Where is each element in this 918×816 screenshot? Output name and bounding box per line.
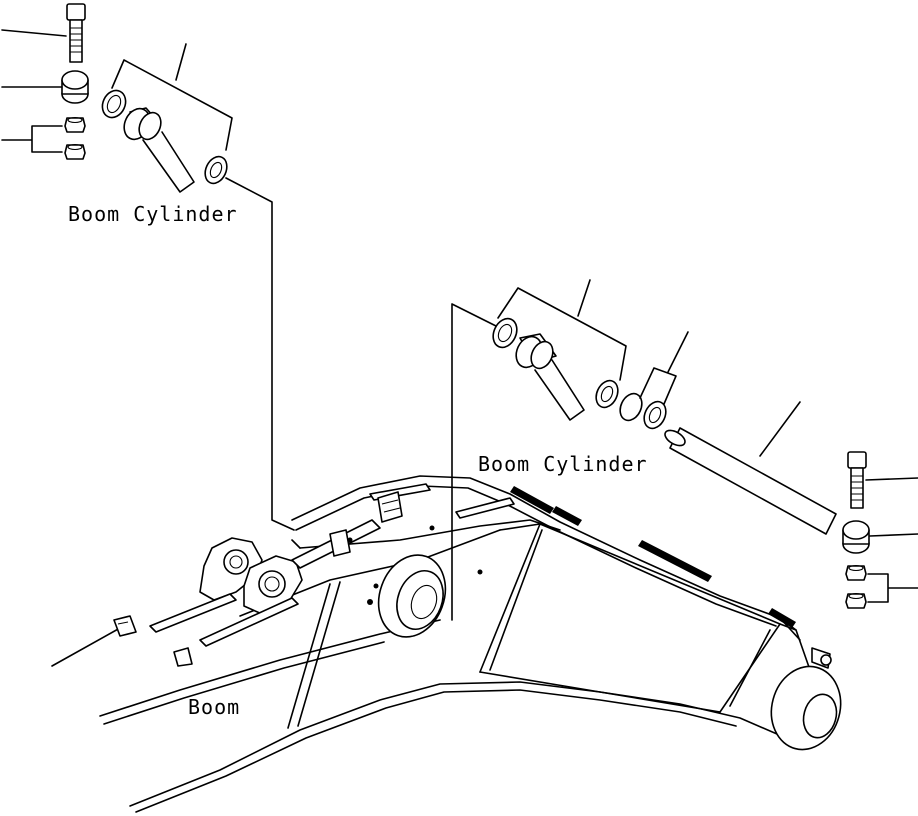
left-hardware-group — [1, 3, 89, 160]
right-hardware-group — [842, 451, 918, 609]
bolt-left — [66, 3, 86, 63]
collar-left — [61, 70, 89, 104]
nut-right-1 — [845, 564, 867, 581]
nut-left-2 — [64, 143, 86, 160]
cylinder-pin-left — [101, 43, 295, 531]
boom-structure — [51, 475, 842, 813]
clamp-bracket-2 — [173, 647, 193, 667]
clamp-bracket-4 — [329, 529, 351, 557]
boom-cylinder-label-left: Boom Cylinder — [68, 202, 238, 226]
boom-cylinder-label-right: Boom Cylinder — [478, 452, 648, 476]
cylinder-pin-right — [451, 279, 689, 621]
long-pin-right — [664, 401, 837, 535]
boom-head — [770, 617, 842, 751]
nut-left-1 — [64, 116, 86, 133]
bolt-right — [847, 451, 867, 509]
clamp-bracket-1 — [113, 615, 137, 637]
collar-right — [842, 520, 870, 554]
pivot-boss — [377, 554, 447, 638]
clamp-bracket-3 — [377, 491, 403, 523]
nut-right-2 — [845, 592, 867, 609]
boom-label: Boom — [188, 695, 241, 719]
